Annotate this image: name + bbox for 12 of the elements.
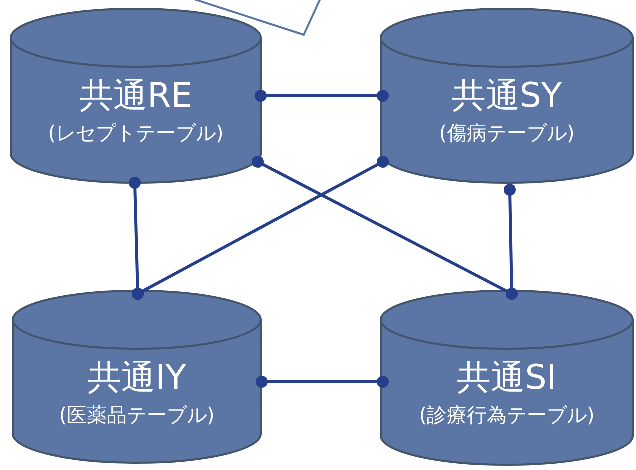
connector-line <box>255 90 389 102</box>
table-description: (診療行為テーブル) <box>419 402 595 428</box>
table-name: 共通SY <box>452 76 562 116</box>
table-name: 共通RE <box>79 76 193 116</box>
table-name: 共通SI <box>457 358 557 398</box>
connector-line <box>256 376 389 388</box>
table-description: (レセプトテーブル) <box>48 120 224 146</box>
table-description: (医薬品テーブル) <box>59 402 215 428</box>
table-description: (傷病テーブル) <box>439 120 575 146</box>
table-name: 共通IY <box>88 358 186 398</box>
connector-line <box>132 156 389 300</box>
connector-line <box>504 184 518 300</box>
